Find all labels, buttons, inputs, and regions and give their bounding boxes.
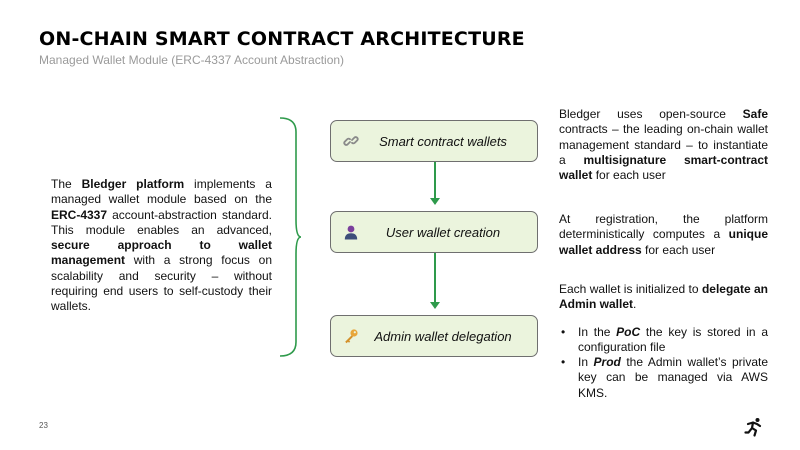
text-run: contracts – the leading on-chain wallet … [559,122,768,167]
registration-text: At registration, the platform determinis… [559,212,768,258]
page-title: ON-CHAIN SMART CONTRACT ARCHITECTURE [39,28,525,50]
text-run: with a strong focus on scalability and s… [51,253,272,314]
arrow-down-icon [430,198,440,205]
node-user-wallet-creation: User wallet creation [330,211,538,253]
delegation-text: Each wallet is initialized to delegate a… [559,282,768,401]
emphasis-text: Prod [593,355,621,370]
node-label: Smart contract wallets [379,133,507,149]
text-run: . [633,297,637,312]
connector-line [434,162,436,198]
text-run: implements a managed wallet module based… [51,177,272,207]
bold-text: ERC-4337 [51,207,108,222]
text-run: for each user [592,168,666,183]
bold-text: Safe [742,107,768,121]
grouping-brace [279,117,302,357]
bold-text: delegate an Admin wallet [559,282,768,312]
text-run: Bledger uses open-source [559,107,743,121]
emphasis-text: PoC [616,324,641,339]
bullet-poc: In the PoC the key is stored in a config… [559,325,768,356]
text-run: the key is stored in a configuration fil… [578,324,768,354]
node-admin-wallet-delegation: Admin wallet delegation [330,315,538,357]
text-run: account-abstraction standard. This modul… [51,207,272,237]
key-icon [345,329,358,344]
text-run: the Admin wallet’s private key can be ma… [578,355,769,400]
delegation-bullet-list: In the PoC the key is stored in a config… [559,325,768,401]
bold-text: unique wallet address [559,227,768,257]
text-run: for each user [641,242,716,257]
text-run: In the [578,324,617,339]
bullet-prod: In Prod the Admin wallet’s private key c… [559,355,768,401]
node-label: User wallet creation [385,224,501,240]
text-run: In [578,355,594,370]
link-icon [343,136,359,146]
connector-line [434,253,436,302]
delegation-intro: Each wallet is initialized to delegate a… [559,282,768,313]
bold-text: multisignature smart-contract wallet [559,152,768,183]
arrow-down-icon [430,302,440,309]
bold-text: Bledger platform [81,177,185,191]
platform-description: The Bledger platform implements a manage… [51,177,272,315]
safe-contracts-text: Bledger uses open-source Safe contracts … [559,107,768,183]
runner-logo-icon [744,418,762,437]
node-smart-contract-wallets: Smart contract wallets [330,120,538,162]
text-run: Each wallet is initialized to [559,282,702,296]
user-icon [344,225,358,240]
page-subtitle: Managed Wallet Module (ERC-4337 Account … [39,53,345,67]
bold-text: secure approach to wallet management [51,238,272,268]
text-run: At registration, the platform determinis… [559,212,768,242]
text-run: The [51,177,82,191]
node-label: Admin wallet delegation [374,328,512,344]
page-number: 23 [39,421,48,430]
